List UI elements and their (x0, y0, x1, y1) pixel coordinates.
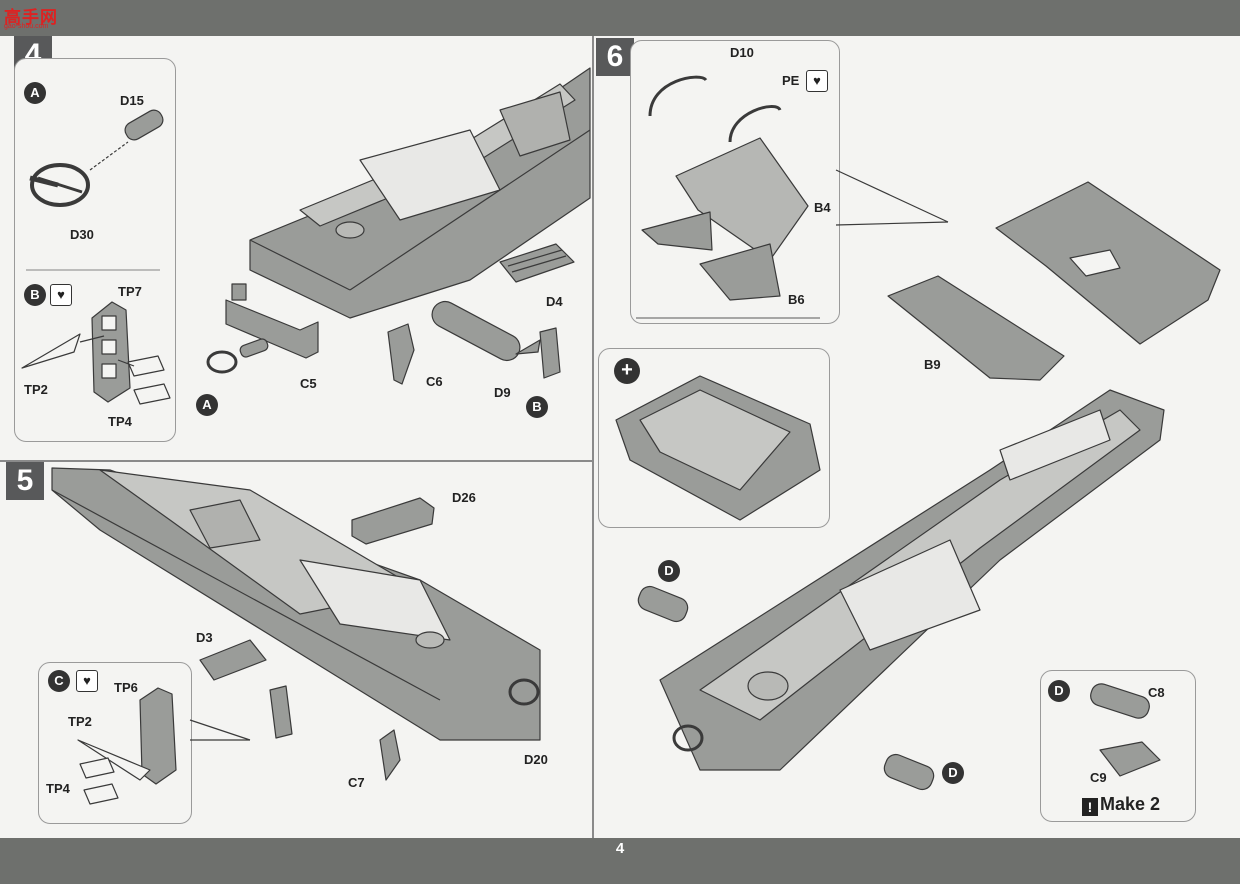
part-label-b9: B9 (924, 357, 941, 372)
part-label-c7: C7 (348, 775, 365, 790)
bottom-band (0, 838, 1240, 884)
make-2-note: !Make 2 (1082, 794, 1160, 816)
watermark-sub: gao-shou.com (4, 23, 49, 30)
top-band (0, 0, 1240, 36)
part-label-c9: C9 (1090, 770, 1107, 785)
part-label-pe: PE (782, 73, 800, 88)
part-label-d20: D20 (524, 752, 548, 767)
callout-b-badge: B (24, 284, 46, 306)
part-label-d3: D3 (196, 630, 213, 645)
callout-c-badge: C (48, 670, 70, 692)
part-label-d9: D9 (494, 385, 511, 400)
callout-a-badge: A (24, 82, 46, 104)
part-label-b4: B4 (814, 200, 831, 215)
part-label-c5: C5 (300, 376, 317, 391)
part-label-tp7: TP7 (118, 284, 142, 299)
part-label-tp4-c: TP4 (46, 781, 70, 796)
part-label-d26: D26 (452, 490, 476, 505)
heart-pe-icon-6: ♥ (806, 70, 828, 92)
callout-d-badge-bottom: D (942, 762, 964, 784)
part-label-d15: D15 (120, 93, 144, 108)
part-label-d4: D4 (546, 294, 563, 309)
step-5-number: 5 (6, 462, 44, 500)
part-label-tp2-c: TP2 (68, 714, 92, 729)
callout-d-badge-sub: D (1048, 680, 1070, 702)
callout-d-badge-left: D (658, 560, 680, 582)
watermark-logo: 高手网 (4, 8, 58, 27)
vertical-divider (592, 36, 594, 838)
step-6-number: 6 (596, 38, 634, 76)
part-label-d10: D10 (730, 45, 754, 60)
part-label-b6: B6 (788, 292, 805, 307)
part-label-c8: C8 (1148, 685, 1165, 700)
part-label-c6: C6 (426, 374, 443, 389)
part-label-tp4: TP4 (108, 414, 132, 429)
horizontal-divider (0, 460, 592, 462)
make-2-text: Make 2 (1100, 794, 1161, 814)
warning-icon: ! (1082, 798, 1098, 816)
part-label-d30: D30 (70, 227, 94, 242)
callout-a-badge-chassis: A (196, 394, 218, 416)
heart-pe-icon: ♥ (50, 284, 72, 306)
heart-pe-icon-c: ♥ (76, 670, 98, 692)
magnify-plus-icon: + (614, 358, 640, 384)
part-label-tp2: TP2 (24, 382, 48, 397)
callout-b-badge-chassis: B (526, 396, 548, 418)
part-label-tp6: TP6 (114, 680, 138, 695)
page-number: 4 (615, 840, 625, 857)
